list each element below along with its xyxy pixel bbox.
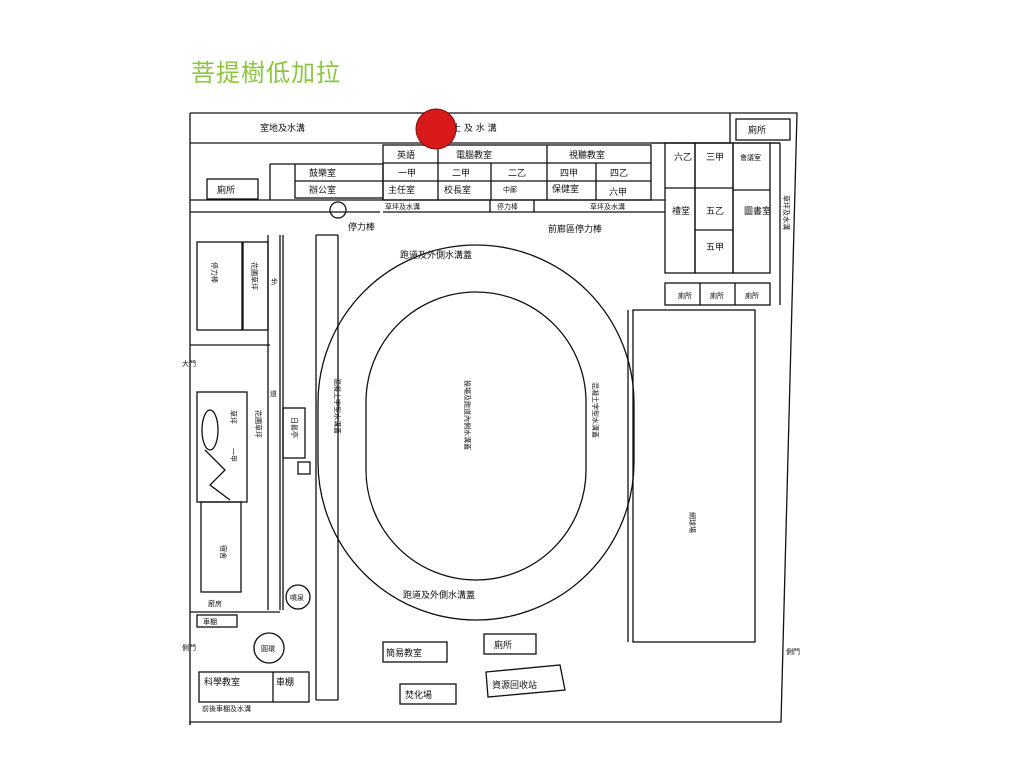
label-bike-left: 停力棒 <box>210 262 219 283</box>
label-lawn-drain-mid: 草坪及水溝 <box>590 202 625 211</box>
incinerator-box <box>399 683 457 705</box>
track-inner <box>365 291 587 581</box>
label-lawn-drain-left: 草坪及水溝 <box>385 202 420 211</box>
label-garden-lawn2: 花圃草坪 <box>254 410 263 438</box>
label-dorm: 宿舍 <box>219 545 228 559</box>
toilet-top-right-box <box>735 118 791 141</box>
label-shed: 車棚 <box>276 676 294 688</box>
label-science: 科學教室 <box>204 676 240 688</box>
label-c2b: 二乙 <box>508 168 526 179</box>
label-c4a: 四甲 <box>560 168 578 179</box>
label-sundial: 日晷亭 <box>290 417 299 438</box>
label-top-drain-left: 室地及水溝 <box>260 122 305 134</box>
label-shed-small: 車棚 <box>203 617 217 626</box>
label-av-room: 視聽教室 <box>569 149 605 161</box>
sundial-box <box>282 407 306 459</box>
label-english: 英語 <box>397 149 415 161</box>
small-circle <box>329 201 347 219</box>
label-side-gate-left: 側門 <box>182 643 196 652</box>
label-step: 步 <box>271 278 278 286</box>
label-toilet-left: 廁所 <box>217 184 235 196</box>
label-c6b: 六乙 <box>674 151 692 163</box>
dorm-box <box>200 501 242 593</box>
label-tennis: 網球場 <box>688 512 697 533</box>
label-incinerator: 焚化場 <box>405 689 432 701</box>
toilet-bottom-box <box>483 633 537 655</box>
label-track-drain-bottom: 跑道及外側水溝蓋 <box>403 589 475 601</box>
label-garden-lawn: 花圃草坪 <box>250 262 259 290</box>
label-library: 圖書室 <box>744 205 771 217</box>
recycling-box <box>485 664 566 698</box>
label-pond: 圓環 <box>261 645 275 653</box>
label-recycling: 資源回收站 <box>492 679 537 691</box>
label-c5a: 五甲 <box>706 242 724 253</box>
campus-boundary <box>189 112 798 725</box>
slide-title: 菩提樹低加拉 <box>191 59 341 87</box>
label-c6a: 六甲 <box>609 186 627 198</box>
label-kitchen: 廚房 <box>208 599 222 608</box>
small-toilets-row <box>664 282 771 306</box>
label-toilet-top-right: 廁所 <box>748 124 766 136</box>
label-middle: 中廊 <box>503 185 517 194</box>
label-toilet-bottom: 廁所 <box>494 639 512 651</box>
label-auditorium: 禮堂 <box>672 205 690 217</box>
label-top-drain-right: 土 及 水 溝 <box>452 122 497 134</box>
location-marker[interactable] <box>415 108 457 150</box>
track-outer <box>317 244 635 621</box>
label-fountain: 噴泉 <box>290 593 304 602</box>
label-concrete-right: 混凝土字型水溝蓋 <box>591 382 600 438</box>
label-lawn: 草坪 <box>229 410 238 424</box>
label-principal: 校長室 <box>444 184 471 196</box>
label-director: 主任室 <box>388 184 415 196</box>
meeting-library-column <box>732 142 771 274</box>
shed-small-box <box>196 614 238 628</box>
pond-ellipse <box>201 409 219 451</box>
label-small-toilet-3: 廁所 <box>745 291 759 300</box>
music-room-box <box>382 641 448 663</box>
label-small-toilet-1: 廁所 <box>678 291 692 300</box>
label-meeting: 會議室 <box>740 153 761 162</box>
label-small-toilet-2: 廁所 <box>710 291 724 300</box>
tennis-court <box>632 309 756 643</box>
label-lawn-drain: 草坪及水溝 <box>782 195 791 230</box>
fountain-circle <box>285 584 311 610</box>
label-c2a: 二甲 <box>452 168 470 179</box>
label-field: 操場及跑道內側水溝蓋 <box>463 380 472 450</box>
label-c4b: 四乙 <box>610 168 628 179</box>
label-front-bike: 前廊區停力棒 <box>548 223 602 235</box>
toilet-left-box <box>206 178 259 200</box>
bike-area-left <box>196 241 243 331</box>
label-side-gate-right: 側門 <box>786 647 800 656</box>
label-computer: 電腦教室 <box>456 149 492 161</box>
science-shed-box <box>198 671 310 703</box>
label-drum-room: 鼓樂室 <box>309 167 336 179</box>
left-garden-box <box>196 391 248 503</box>
label-road-mark: 道 <box>270 389 277 398</box>
label-music: 簡易教室 <box>386 647 422 659</box>
label-c1a: 一甲 <box>398 168 416 179</box>
label-track-drain-top: 跑道及外側水溝蓋 <box>400 249 472 261</box>
label-office: 辦公室 <box>309 184 336 196</box>
label-c1a-small: 一甲 <box>229 448 237 462</box>
pond-circle <box>253 632 285 664</box>
label-main-gate: 大門 <box>182 359 196 368</box>
label-c3a: 三甲 <box>706 152 724 163</box>
label-bike1: 停力棒 <box>348 221 375 233</box>
label-shed-drain: 前後車棚及水溝 <box>202 704 251 713</box>
label-concrete-left: 混凝土字型水溝蓋 <box>333 378 342 434</box>
label-c5b: 五乙 <box>706 206 724 217</box>
label-bike-small: 停力棒 <box>497 202 518 211</box>
label-health: 保健室 <box>552 183 579 195</box>
